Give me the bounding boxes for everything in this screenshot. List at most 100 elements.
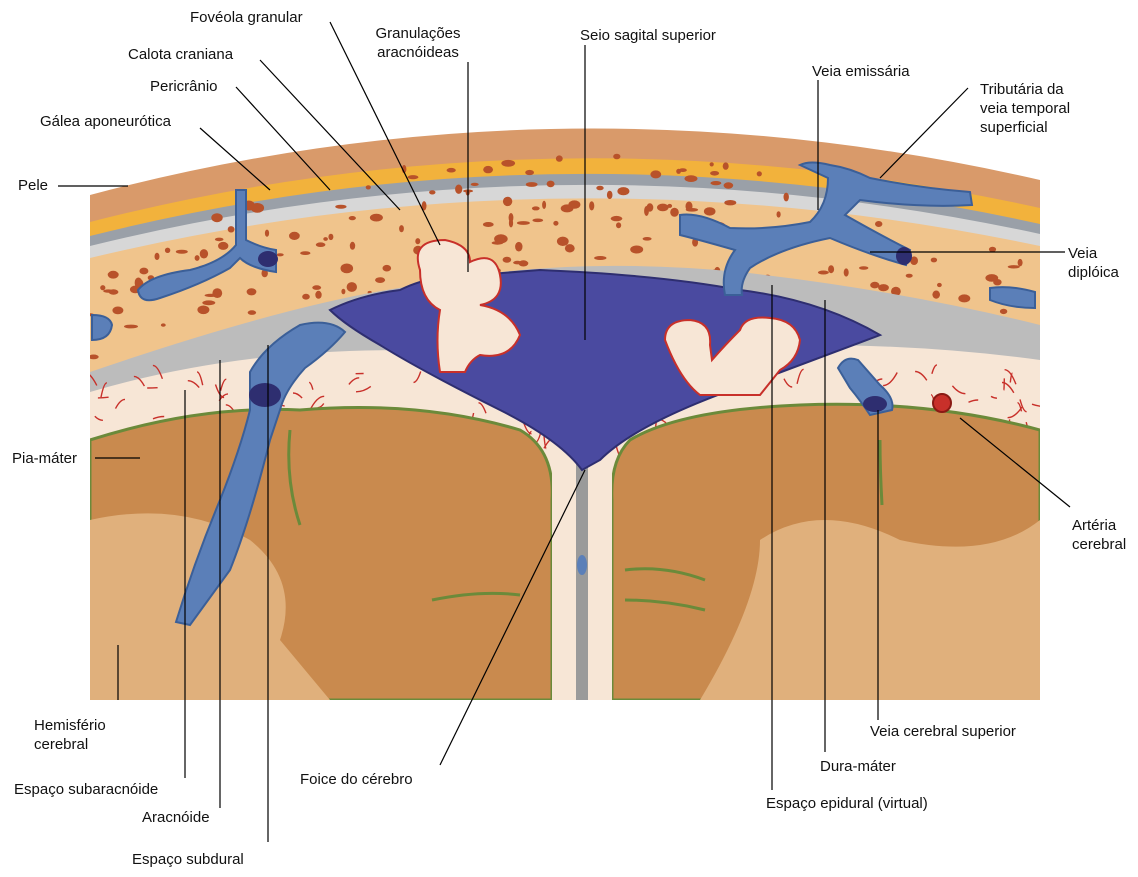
label-espaco-epidural: Espaço epidural (virtual) <box>766 794 928 813</box>
label-espaco-subaracnoide: Espaço subaracnóide <box>14 780 158 799</box>
marrow-spot <box>161 323 166 326</box>
label-veia-emissaria: Veia emissária <box>812 62 910 81</box>
marrow-spot <box>547 181 555 188</box>
marrow-spot <box>657 204 669 212</box>
marrow-spot <box>429 190 435 194</box>
cerebral-artery <box>933 394 951 412</box>
marrow-spot <box>415 238 420 244</box>
marrow-spot <box>483 166 493 173</box>
marrow-spot <box>341 289 345 295</box>
label-granulacoes-aracnoideas: Granulações aracnóideas <box>362 24 474 62</box>
marrow-spot <box>667 204 672 208</box>
label-tributaria-veia-temporal: Tributária da veia temporal superficial <box>980 80 1070 137</box>
marrow-spot <box>844 268 849 276</box>
marrow-spot <box>112 307 123 315</box>
marrow-spot <box>109 289 119 294</box>
marrow-spot <box>931 258 937 263</box>
marrow-spot <box>176 250 188 254</box>
marrow-spot <box>335 205 346 209</box>
marrow-spot <box>202 300 215 305</box>
marrow-spot <box>89 355 99 360</box>
marrow-spot <box>985 274 998 282</box>
marrow-spot <box>328 234 333 240</box>
marrow-spot <box>676 169 681 174</box>
label-pia-mater: Pia-máter <box>12 449 77 468</box>
marrow-spot <box>503 257 512 263</box>
marrow-spot <box>878 284 889 291</box>
marrow-spot <box>341 264 354 274</box>
label-foveola-granular: Fovéola granular <box>190 8 303 27</box>
marrow-spot <box>557 237 569 246</box>
label-dura-mater: Dura-máter <box>820 757 896 776</box>
marrow-spot <box>532 219 543 223</box>
marrow-spot <box>607 191 613 199</box>
label-pericranio: Pericrânio <box>150 77 218 96</box>
marrow-spot <box>323 237 328 241</box>
label-line: Granulações <box>362 24 474 43</box>
marrow-spot <box>471 183 479 186</box>
marrow-spot <box>316 242 326 247</box>
marrow-spot <box>532 206 540 210</box>
marrow-spot <box>347 282 357 292</box>
label-calota-craniana: Calota craniana <box>128 45 233 64</box>
label-espaco-subdural: Espaço subdural <box>132 850 244 869</box>
marrow-spot <box>215 238 224 242</box>
marrow-spot <box>704 207 716 215</box>
marrow-spot <box>197 306 209 315</box>
marrow-spot <box>350 242 355 250</box>
marrow-spot <box>710 171 719 176</box>
marrow-spot <box>542 201 546 209</box>
marrow-spot <box>643 237 652 241</box>
marrow-spot <box>455 185 462 194</box>
marrow-spot <box>724 200 736 205</box>
marrow-spot <box>818 271 829 275</box>
marrow-spot <box>315 291 321 299</box>
marrow-spot <box>211 213 222 222</box>
marrow-spot <box>670 208 679 217</box>
marrow-spot <box>248 310 256 315</box>
marrow-spot <box>501 160 515 167</box>
marrow-spot <box>553 221 558 226</box>
label-arteria-cerebral: Artéria cerebral <box>1072 516 1126 554</box>
label-line: cerebral <box>34 735 106 754</box>
marrow-spot <box>124 325 138 329</box>
label-line: Veia <box>1068 244 1119 263</box>
marrow-spot <box>247 288 257 295</box>
marrow-spot <box>613 154 620 160</box>
marrow-spot <box>447 168 456 173</box>
marrow-spot <box>375 277 385 283</box>
marrow-spot <box>685 175 698 182</box>
label-line: Tributária da <box>980 80 1070 99</box>
marrow-spot <box>650 170 661 178</box>
marrow-spot <box>513 261 521 265</box>
marrow-spot <box>1018 259 1023 266</box>
marrow-spot <box>408 175 419 179</box>
marrow-spot <box>644 206 649 216</box>
label-hemisferio-cerebral: Hemisfério cerebral <box>34 716 106 754</box>
label-foice-do-cerebro: Foice do cérebro <box>300 770 413 789</box>
tissue-layers <box>80 60 1060 720</box>
marrow-spot <box>302 294 310 300</box>
label-line: cerebral <box>1072 535 1126 554</box>
marrow-spot <box>596 186 603 191</box>
marrow-spot <box>859 266 868 269</box>
marrow-spot <box>212 288 222 298</box>
marrow-spot <box>200 249 208 258</box>
marrow-spot <box>932 291 940 299</box>
marrow-spot <box>526 182 538 187</box>
marrow-spot <box>399 225 404 232</box>
marrow-spot <box>517 221 530 225</box>
marrow-spot <box>139 268 148 275</box>
label-line: Artéria <box>1072 516 1126 535</box>
marrow-spot <box>218 242 228 250</box>
label-line: superficial <box>980 118 1070 137</box>
marrow-spot <box>875 221 882 227</box>
marrow-spot <box>108 271 119 279</box>
marrow-spot <box>777 211 781 217</box>
marrow-spot <box>724 182 734 188</box>
label-line: diplóica <box>1068 263 1119 282</box>
marrow-spot <box>165 248 170 253</box>
marrow-spot <box>870 282 879 289</box>
label-line: veia temporal <box>980 99 1070 118</box>
marrow-spot <box>349 216 356 220</box>
